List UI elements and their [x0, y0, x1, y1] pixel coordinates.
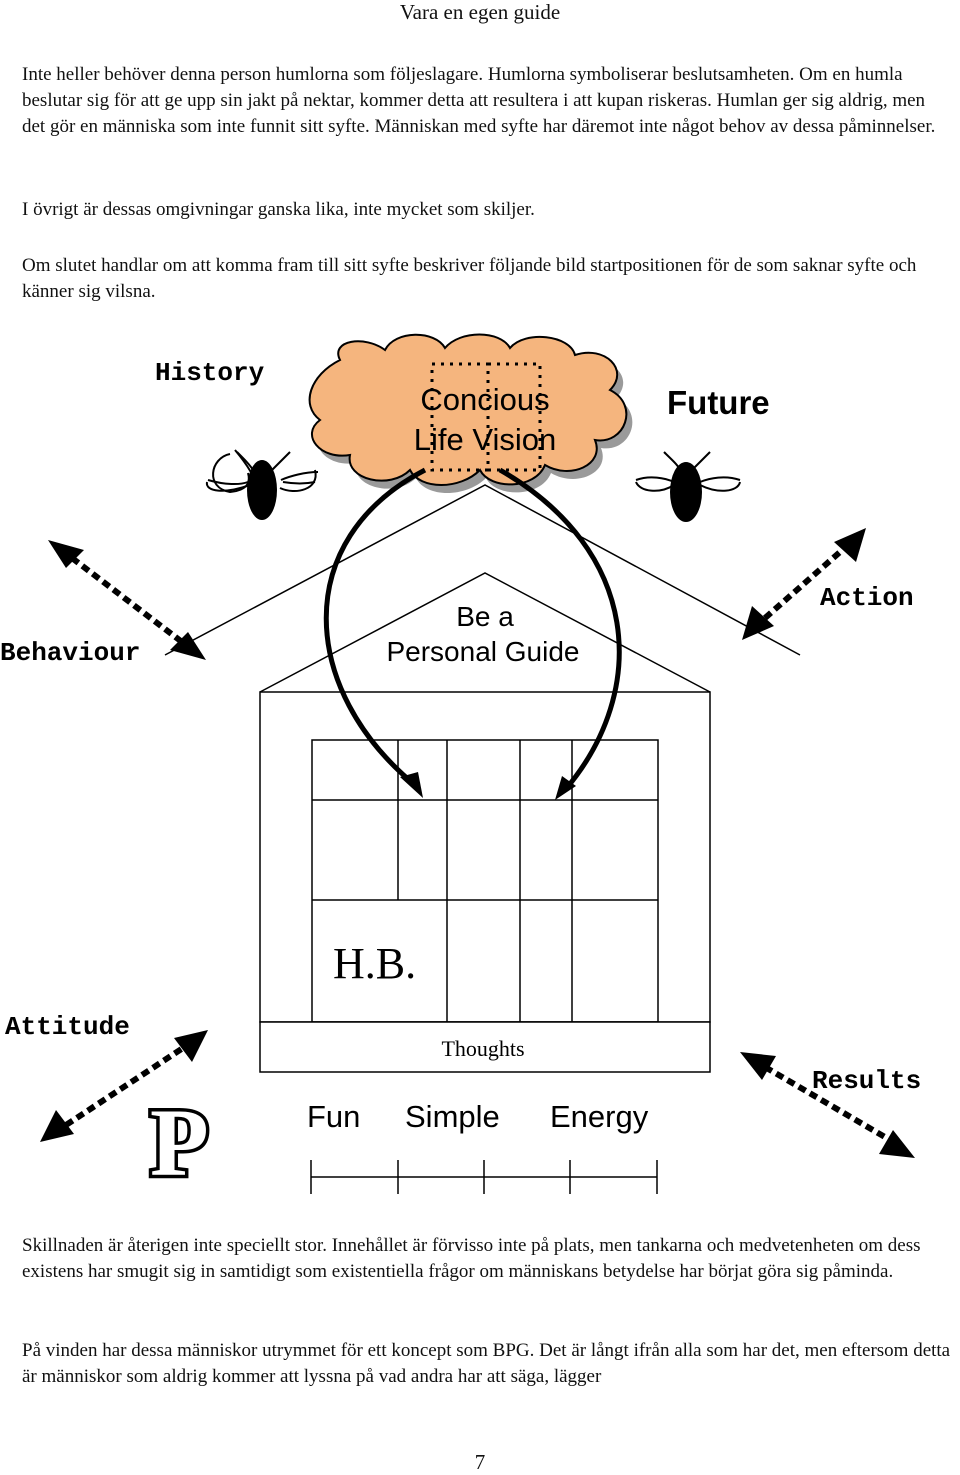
arrow-action	[742, 528, 866, 640]
cloud-text-line1: Concious	[420, 382, 549, 417]
paragraph-attic: På vinden har dessa människor utrymmet f…	[22, 1340, 951, 1387]
house-roof-inner	[259, 572, 711, 693]
paragraph-surroundings: I övrigt är dessas omgivningar ganska li…	[22, 199, 535, 220]
roof-text-line2: Personal Guide	[386, 636, 579, 667]
label-hb: H.B.	[333, 939, 416, 988]
bumblebee-left-icon	[205, 449, 319, 520]
label-attitude: Attitude	[5, 1012, 130, 1042]
label-fun: Fun	[307, 1099, 360, 1134]
paragraph-difference: Skillnaden är återigen inte speciellt st…	[22, 1235, 921, 1282]
label-history: History	[155, 358, 265, 388]
house-foundation	[259, 1021, 711, 1073]
cloud-text-line2: Life Vision	[414, 422, 556, 457]
roof-text-line1: Be a	[456, 601, 514, 632]
label-results: Results	[812, 1066, 921, 1096]
house-diagram: Concious Life Vision History Future Be a…	[0, 333, 921, 1200]
label-behaviour: Behaviour	[0, 638, 140, 668]
arrow-cloud-left	[323, 467, 427, 787]
label-future: Future	[667, 384, 770, 421]
label-energy: Energy	[550, 1099, 649, 1134]
paragraph-start-position: Om slutet handlar om att komma fram till…	[22, 255, 917, 302]
page-number: 7	[474, 1450, 486, 1474]
arrow-results	[740, 1052, 915, 1158]
arrow-cloud-right	[498, 467, 622, 792]
p-logo-icon: P	[150, 1089, 209, 1196]
scale-line	[310, 1160, 658, 1194]
cloud-shape	[308, 333, 628, 486]
house-roof	[164, 484, 801, 656]
label-simple: Simple	[405, 1099, 500, 1134]
dotted-box-right	[486, 362, 542, 472]
house-body	[259, 691, 711, 1023]
page-header: Vara en egen guide	[399, 0, 561, 24]
label-thoughts: Thoughts	[441, 1036, 524, 1061]
arrow-attitude	[40, 1030, 208, 1142]
bumblebee-right-icon	[635, 451, 741, 522]
arrow-behaviour	[48, 540, 206, 660]
label-action: Action	[820, 583, 914, 613]
paragraph-bumblebees: Inte heller behöver denna person humlorn…	[22, 64, 936, 137]
